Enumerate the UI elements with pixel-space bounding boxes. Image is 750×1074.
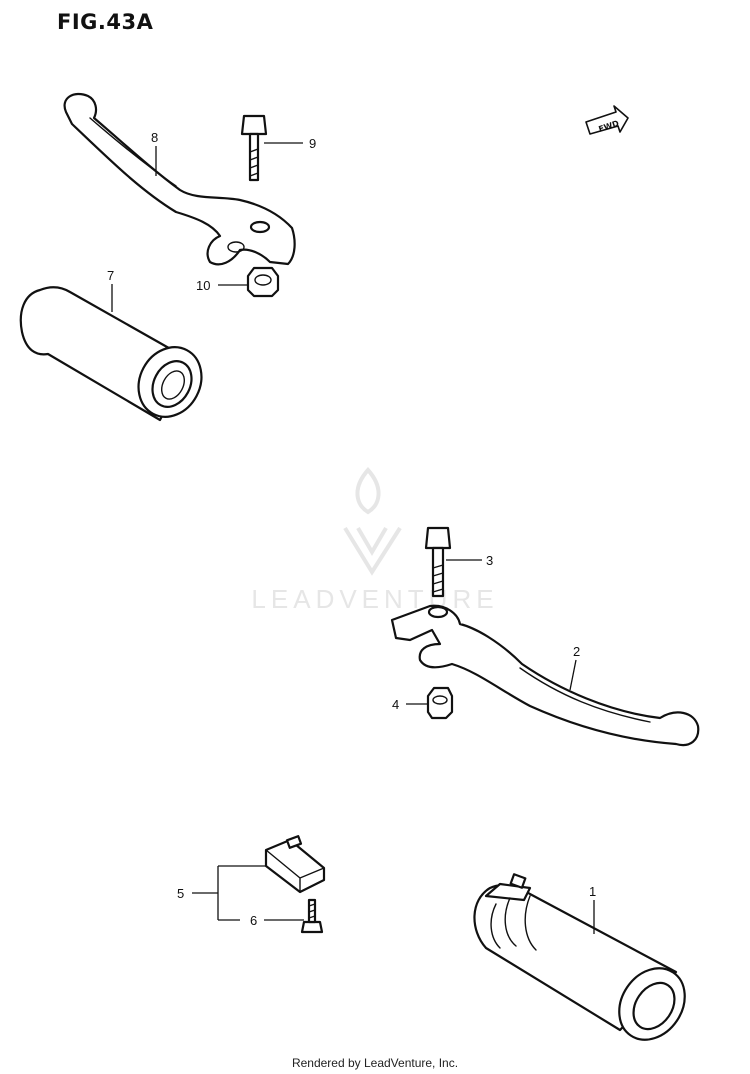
lower-lever[interactable]	[390, 604, 700, 747]
lower-nut[interactable]	[426, 686, 454, 720]
upper-nut[interactable]	[246, 266, 280, 298]
watermark-text: LEADVENTURE	[251, 584, 499, 614]
upper-lever[interactable]	[63, 92, 296, 266]
watermark-logo-icon	[343, 466, 402, 576]
leader-2	[569, 659, 577, 691]
footer-credit: Rendered by LeadVenture, Inc.	[291, 1056, 459, 1070]
screw[interactable]	[300, 898, 324, 934]
callout-7: 7	[107, 268, 114, 283]
callout-9: 9	[309, 136, 316, 151]
callout-8: 8	[151, 130, 158, 145]
callout-leaders	[111, 142, 595, 934]
figure-title: FIG.43A	[57, 10, 154, 34]
callout-6: 6	[250, 913, 257, 928]
callout-3: 3	[486, 553, 493, 568]
callout-2: 2	[573, 644, 580, 659]
left-grip[interactable]	[19, 286, 214, 428]
callout-4: 4	[392, 697, 399, 712]
callout-5: 5	[177, 886, 184, 901]
switch[interactable]	[264, 835, 326, 894]
callout-1: 1	[589, 884, 596, 899]
throttle-grip[interactable]	[473, 873, 698, 1052]
lower-bolt[interactable]	[424, 526, 452, 598]
forward-arrow-icon: FWD	[585, 105, 629, 135]
upper-bolt[interactable]	[240, 114, 268, 182]
callout-10: 10	[196, 278, 210, 293]
leader-5	[192, 865, 266, 921]
